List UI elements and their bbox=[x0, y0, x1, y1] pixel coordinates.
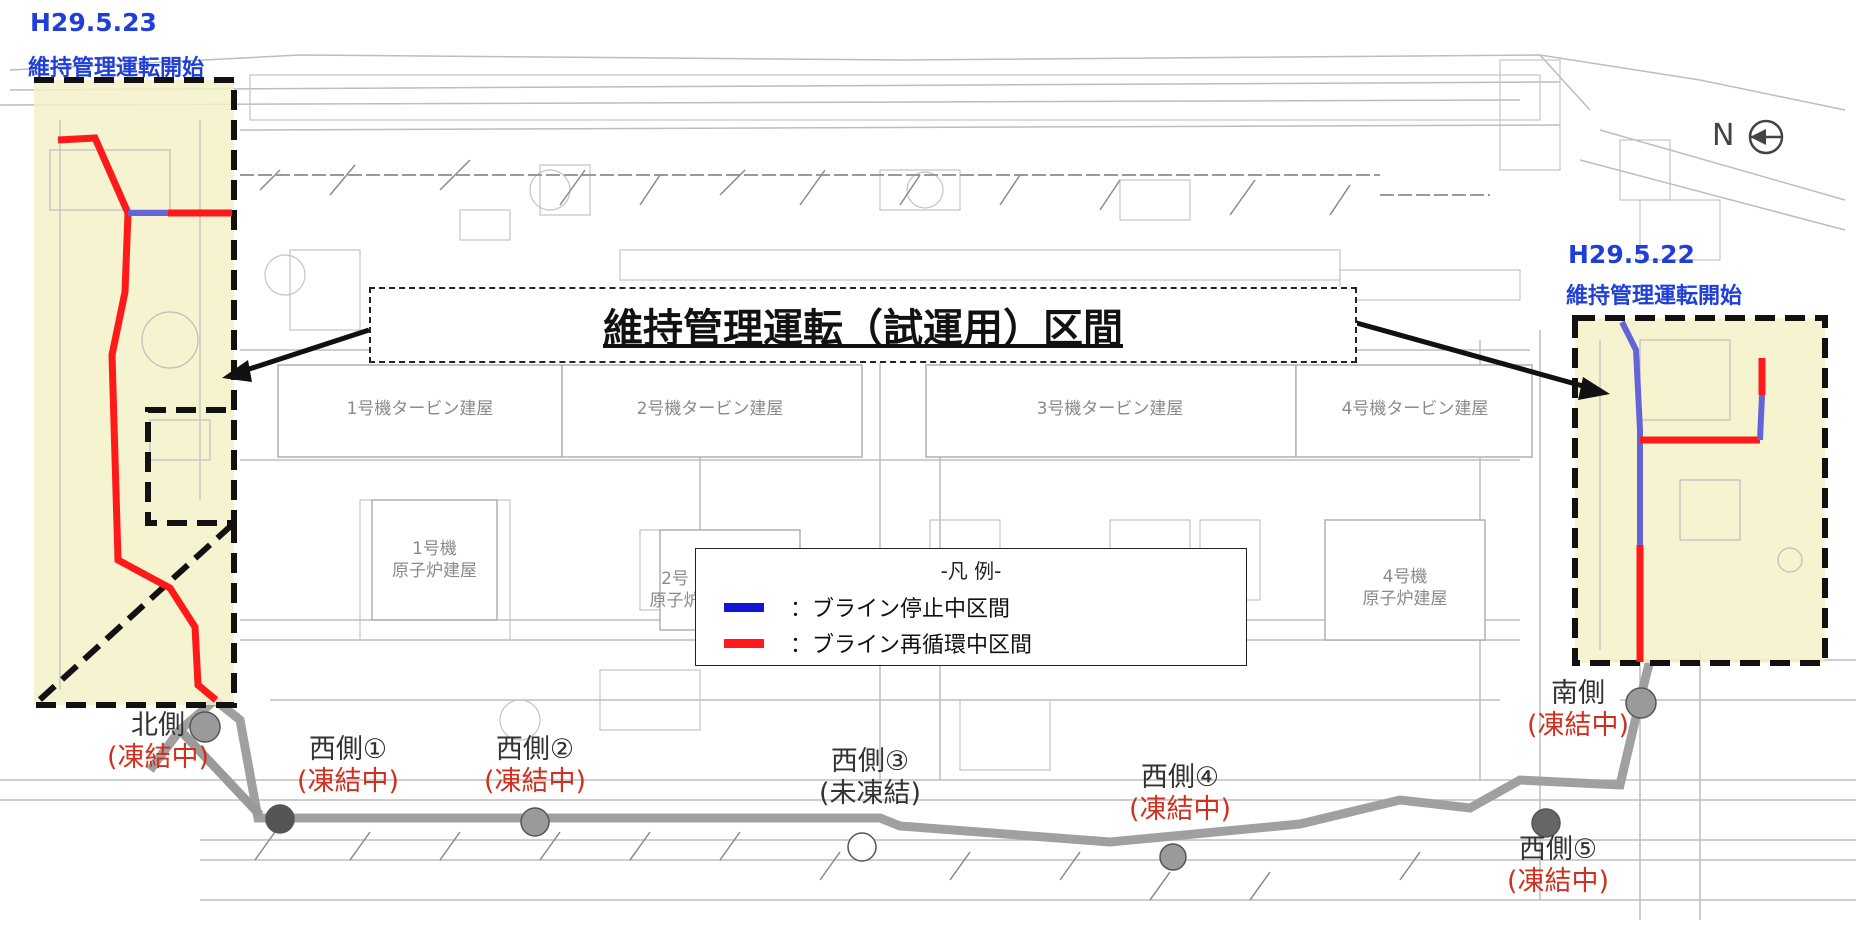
right-start-label: 維持管理運転開始 bbox=[1566, 284, 1743, 309]
legend-box: -凡 例- ：ブライン停止中区間 ：ブライン再循環中区間 bbox=[695, 548, 1247, 666]
legend-title: -凡 例- bbox=[940, 559, 1002, 583]
point-north-name: 北側 bbox=[131, 710, 185, 741]
reactor-building-1-line2: 原子炉建屋 bbox=[392, 561, 477, 582]
legend-item-recirculating-label: ：ブライン再循環中区間 bbox=[790, 633, 1033, 658]
red-line-swatch bbox=[724, 638, 764, 648]
point-west-2-name: 西側② bbox=[495, 734, 575, 765]
point-west-3-status: (未凍結) bbox=[818, 778, 922, 810]
turbine-building-2-label: 2号機タービン建屋 bbox=[636, 399, 784, 419]
north-compass: N bbox=[1712, 118, 1788, 155]
point-west-2: 西側② (凍結中) bbox=[465, 734, 605, 799]
point-west-4: 西側④ (凍結中) bbox=[1110, 762, 1250, 827]
left-start-label: 維持管理運転開始 bbox=[28, 56, 205, 81]
point-west-3: 西側③ (未凍結) bbox=[800, 746, 940, 811]
reactor-building-1-label: 1号機 原子炉建屋 bbox=[372, 538, 497, 582]
left-date-label: H29.5.23 bbox=[30, 8, 157, 37]
point-west-4-status: (凍結中) bbox=[1128, 794, 1232, 826]
reactor-building-2-line2: 原子炉 bbox=[649, 591, 701, 612]
maintenance-section-callout: 維持管理運転（試運用）区間 bbox=[369, 287, 1357, 363]
turbine-building-1-label: 1号機タービン建屋 bbox=[346, 399, 494, 419]
point-west-5: 西側⑤ (凍結中) bbox=[1488, 834, 1628, 899]
point-south: 南側 (凍結中) bbox=[1508, 678, 1648, 743]
point-west-1-status: (凍結中) bbox=[296, 766, 400, 798]
legend-item-stopped-label: ：ブライン停止中区間 bbox=[790, 597, 1011, 622]
legend-item-recirculating: ：ブライン再循環中区間 bbox=[724, 627, 1032, 659]
north-arrow-icon bbox=[1748, 119, 1784, 154]
point-west-1: 西側① (凍結中) bbox=[278, 734, 418, 799]
point-west-4-name: 西側④ bbox=[1140, 762, 1220, 793]
blue-line-swatch bbox=[724, 602, 764, 612]
reactor-building-1-line1: 1号機 bbox=[412, 539, 457, 559]
legend-item-stopped: ：ブライン停止中区間 bbox=[724, 591, 1010, 623]
turbine-building-4-label: 4号機タービン建屋 bbox=[1341, 399, 1489, 419]
point-south-status: (凍結中) bbox=[1526, 710, 1630, 742]
point-west-5-status: (凍結中) bbox=[1506, 866, 1610, 898]
point-west-3-name: 西側③ bbox=[830, 746, 910, 777]
point-west-5-name: 西側⑤ bbox=[1518, 834, 1598, 865]
turbine-building-3-label: 3号機タービン建屋 bbox=[1036, 399, 1184, 419]
reactor-building-4-label: 4号機 原子炉建屋 bbox=[1325, 566, 1485, 610]
point-south-name: 南側 bbox=[1551, 678, 1605, 709]
point-west-1-name: 西側① bbox=[308, 734, 388, 765]
reactor-building-2-line1: 2号 bbox=[661, 569, 689, 589]
reactor-building-4-line1: 4号機 bbox=[1382, 567, 1428, 587]
point-north: 北側 (凍結中) bbox=[88, 710, 228, 775]
callout-text: 維持管理運転（試運用）区間 bbox=[603, 306, 1123, 352]
reactor-building-4-line2: 原子炉建屋 bbox=[1362, 589, 1448, 610]
right-date-label: H29.5.22 bbox=[1568, 240, 1695, 269]
reactor-building-2-label: 2号 原子炉 bbox=[630, 568, 720, 612]
point-west-2-status: (凍結中) bbox=[483, 766, 587, 798]
north-label: N bbox=[1712, 118, 1735, 153]
point-north-status: (凍結中) bbox=[106, 742, 210, 774]
